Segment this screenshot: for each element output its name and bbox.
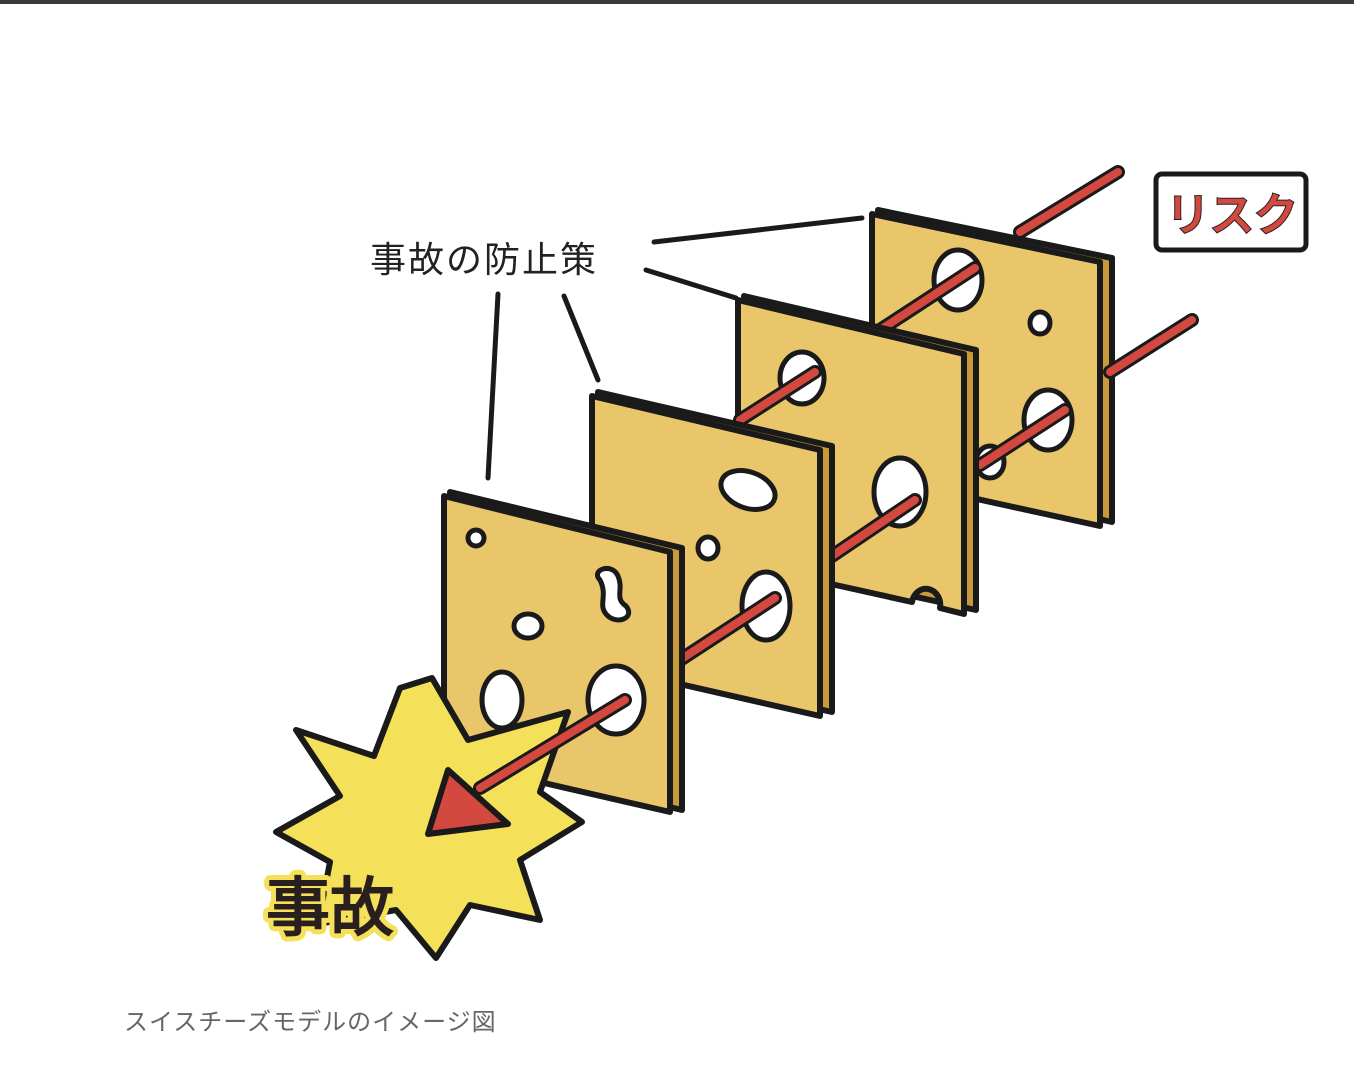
risk-line-lower-front-fill [828,496,919,560]
risk-line-lower-mid-fill [976,406,1069,469]
measures-label: 事故の防止策 [370,240,598,281]
risk-line-upper-front-fill [736,368,819,424]
accident-burst [273,675,585,961]
top-divider [0,0,1354,4]
swiss-cheese-illustration: 事故の防止策 リスク 事故 [261,165,1309,961]
measures-leader-lines [485,215,865,481]
accident-label: 事故 [266,872,394,946]
risk-line-lower-back-fill [1106,316,1196,376]
risk-line-lower-front2-fill [676,594,779,664]
figure-caption: スイスチーズモデルのイメージ図 [124,1008,497,1036]
risk-line-upper-back-fill [1016,168,1122,236]
risk-label: リスク [1166,190,1298,241]
risk-line-final-fill [476,696,629,792]
risk-line-upper-mid-fill [876,264,979,334]
swiss-cheese-figure: 事故の防止策 リスク 事故 [261,165,1309,961]
risk-label-box: リスク [1153,171,1309,253]
risk-arrowhead [425,767,511,837]
